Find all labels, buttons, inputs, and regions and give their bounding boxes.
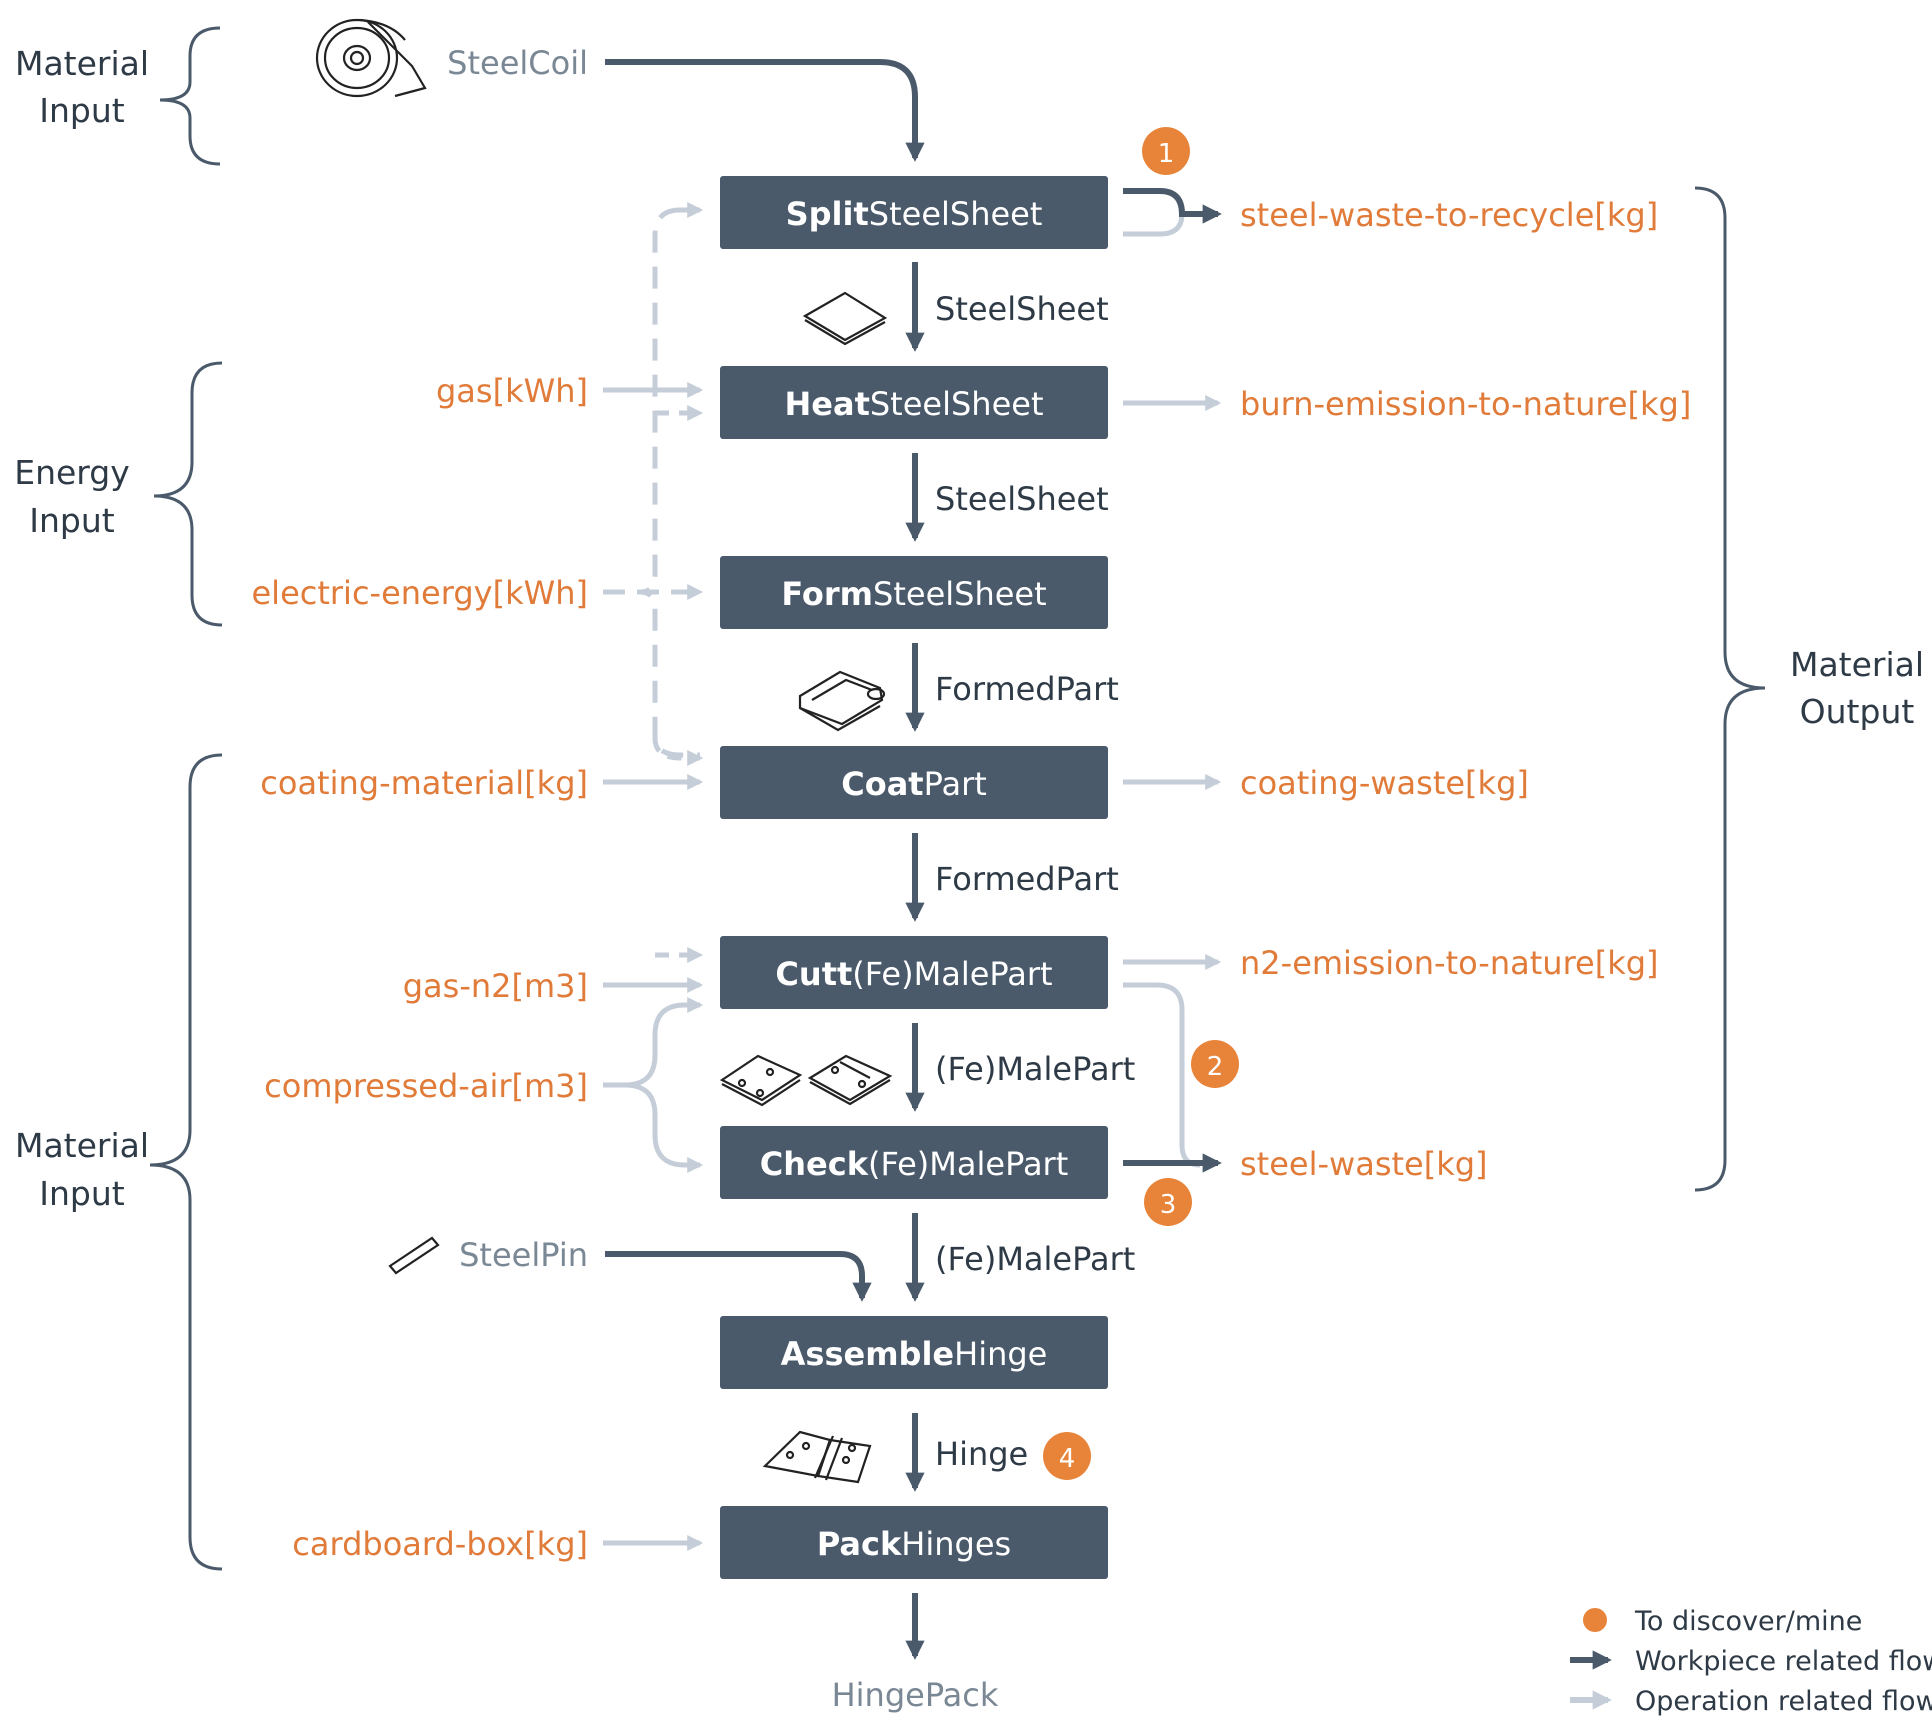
flow-split-to-recycle[interactable] xyxy=(1123,188,1222,224)
process-rest: SteelSheet xyxy=(870,385,1044,423)
workpiece-flows xyxy=(605,59,1222,1660)
legend-workpiece-label: Workpiece related flow xyxy=(1635,1646,1932,1677)
material-steelpin: SteelPin xyxy=(459,1236,588,1274)
flow-split-op-output[interactable] xyxy=(1123,213,1185,237)
process-heat-steel-sheet[interactable]: HeatSteelSheet xyxy=(720,366,1108,439)
workpiece-label: (Fe)MalePart xyxy=(935,1240,1135,1278)
output-n2-emission: n2-emission-to-nature[kg] xyxy=(1240,944,1659,982)
process-form-steel-sheet[interactable]: FormSteelSheet xyxy=(720,556,1108,629)
legend-discover-swatch xyxy=(1583,1608,1607,1632)
svg-text:CoatPart: CoatPart xyxy=(841,765,987,803)
male-part-icon xyxy=(719,1054,893,1107)
group-label-energy-input: Energy xyxy=(14,453,130,492)
brace-material-input-bottom xyxy=(149,753,223,1571)
group-label-material-output: Material xyxy=(1790,645,1924,684)
group-label-material-input-bottom: Input xyxy=(39,1174,125,1213)
svg-text:FormSteelSheet: FormSteelSheet xyxy=(781,575,1046,613)
process-cutt-male-part[interactable]: Cutt(Fe)MalePart xyxy=(720,936,1108,1009)
process-assemble-hinge[interactable]: AssembleHinge xyxy=(720,1316,1108,1389)
workpiece-label: FormedPart xyxy=(935,860,1119,898)
flow-steelpin[interactable] xyxy=(605,1251,872,1302)
dashed-resource-line[interactable] xyxy=(639,207,700,758)
process-rest: SteelSheet xyxy=(873,575,1047,613)
process-check-male-part[interactable]: Check(Fe)MalePart xyxy=(720,1126,1108,1199)
process-bold: Cutt xyxy=(775,955,852,993)
output-steel-waste-to-recycle: steel-waste-to-recycle[kg] xyxy=(1240,196,1658,234)
input-gas-n2: gas-n2[m3] xyxy=(403,967,588,1005)
badge-number: 4 xyxy=(1059,1444,1076,1474)
svg-text:Check(Fe)MalePart: Check(Fe)MalePart xyxy=(760,1145,1069,1183)
badge-2[interactable]: 2 xyxy=(1191,1040,1239,1088)
svg-text:Cutt(Fe)MalePart: Cutt(Fe)MalePart xyxy=(775,955,1052,993)
process-bold: Pack xyxy=(817,1525,902,1563)
flow-compressed-air[interactable] xyxy=(603,996,704,1088)
process-bold: Split xyxy=(786,195,869,233)
brace-energy-input xyxy=(153,361,223,627)
badge-3[interactable]: 3 xyxy=(1144,1178,1192,1226)
workpiece-label: (Fe)MalePart xyxy=(935,1050,1135,1088)
workpiece-label: Hinge xyxy=(935,1435,1028,1473)
badges: 1 2 3 4 xyxy=(1043,127,1239,1480)
legend: To discover/mine Workpiece related flow … xyxy=(1570,1606,1932,1717)
process-rest: Hinge xyxy=(954,1335,1047,1373)
legend-operation-label: Operation related flow xyxy=(1635,1686,1932,1717)
input-coating-material: coating-material[kg] xyxy=(260,764,588,802)
material-hingepack: HingePack xyxy=(832,1676,999,1714)
process-rest: Hinges xyxy=(901,1525,1011,1563)
process-rest: Part xyxy=(924,765,987,803)
group-label-material-input-top: Material xyxy=(15,44,149,83)
input-gas: gas[kWh] xyxy=(436,372,588,410)
brace-material-input-top xyxy=(159,26,221,166)
process-bold: Form xyxy=(781,575,873,613)
brace-material-output[interactable] xyxy=(1694,186,1766,1192)
formed-part-icon xyxy=(798,670,886,732)
svg-text:SplitSteelSheet: SplitSteelSheet xyxy=(786,195,1043,233)
output-coating-waste: coating-waste[kg] xyxy=(1240,764,1529,802)
badge-4[interactable]: 4 xyxy=(1043,1432,1091,1480)
material-steelcoil: SteelCoil xyxy=(447,44,588,82)
process-rest: (Fe)MalePart xyxy=(868,1145,1068,1183)
badge-number: 2 xyxy=(1207,1052,1224,1082)
group-label-material-input-top: Input xyxy=(39,91,125,130)
group-braces xyxy=(149,26,1766,1571)
svg-text:HeatSteelSheet: HeatSteelSheet xyxy=(784,385,1043,423)
process-rest: (Fe)MalePart xyxy=(852,955,1052,993)
process-bold: Heat xyxy=(784,385,869,423)
badge-number: 1 xyxy=(1158,139,1175,169)
workpiece-label: SteelSheet xyxy=(935,290,1109,328)
steel-coil-icon xyxy=(315,18,427,98)
workpiece-label: SteelSheet xyxy=(935,480,1109,518)
output-burn-emission: burn-emission-to-nature[kg] xyxy=(1240,385,1691,423)
input-compressed-air: compressed-air[m3] xyxy=(264,1067,588,1105)
process-pack-hinges[interactable]: PackHinges xyxy=(720,1506,1108,1579)
legend-discover-label: To discover/mine xyxy=(1634,1606,1862,1637)
process-bold: Coat xyxy=(841,765,923,803)
hinge-icon xyxy=(762,1430,872,1484)
workpiece-label: FormedPart xyxy=(935,670,1119,708)
badge-number: 3 xyxy=(1160,1190,1177,1220)
steel-pin-icon xyxy=(388,1236,440,1275)
process-bold: Check xyxy=(760,1145,869,1183)
flow-steelcoil[interactable] xyxy=(605,59,925,162)
group-label-energy-input: Input xyxy=(29,501,115,540)
svg-text:PackHinges: PackHinges xyxy=(817,1525,1011,1563)
group-label-material-input-bottom: Material xyxy=(15,1126,149,1165)
group-label-material-output: Output xyxy=(1800,692,1915,731)
process-split-steel-sheet[interactable]: SplitSteelSheet xyxy=(720,176,1108,249)
steel-sheet-icon xyxy=(802,291,888,346)
operation-flows xyxy=(603,201,1222,1552)
badge-1[interactable]: 1 xyxy=(1142,127,1190,175)
input-electric-energy: electric-energy[kWh] xyxy=(251,574,588,612)
process-bold: Assemble xyxy=(781,1335,954,1373)
svg-text:AssembleHinge: AssembleHinge xyxy=(781,1335,1048,1373)
input-cardboard-box: cardboard-box[kg] xyxy=(292,1525,588,1563)
process-rest: SteelSheet xyxy=(869,195,1043,233)
output-steel-waste: steel-waste[kg] xyxy=(1240,1145,1488,1183)
process-coat-part[interactable]: CoatPart xyxy=(720,746,1108,819)
process-boxes: SplitSteelSheet HeatSteelSheet FormSteel… xyxy=(720,176,1108,1579)
